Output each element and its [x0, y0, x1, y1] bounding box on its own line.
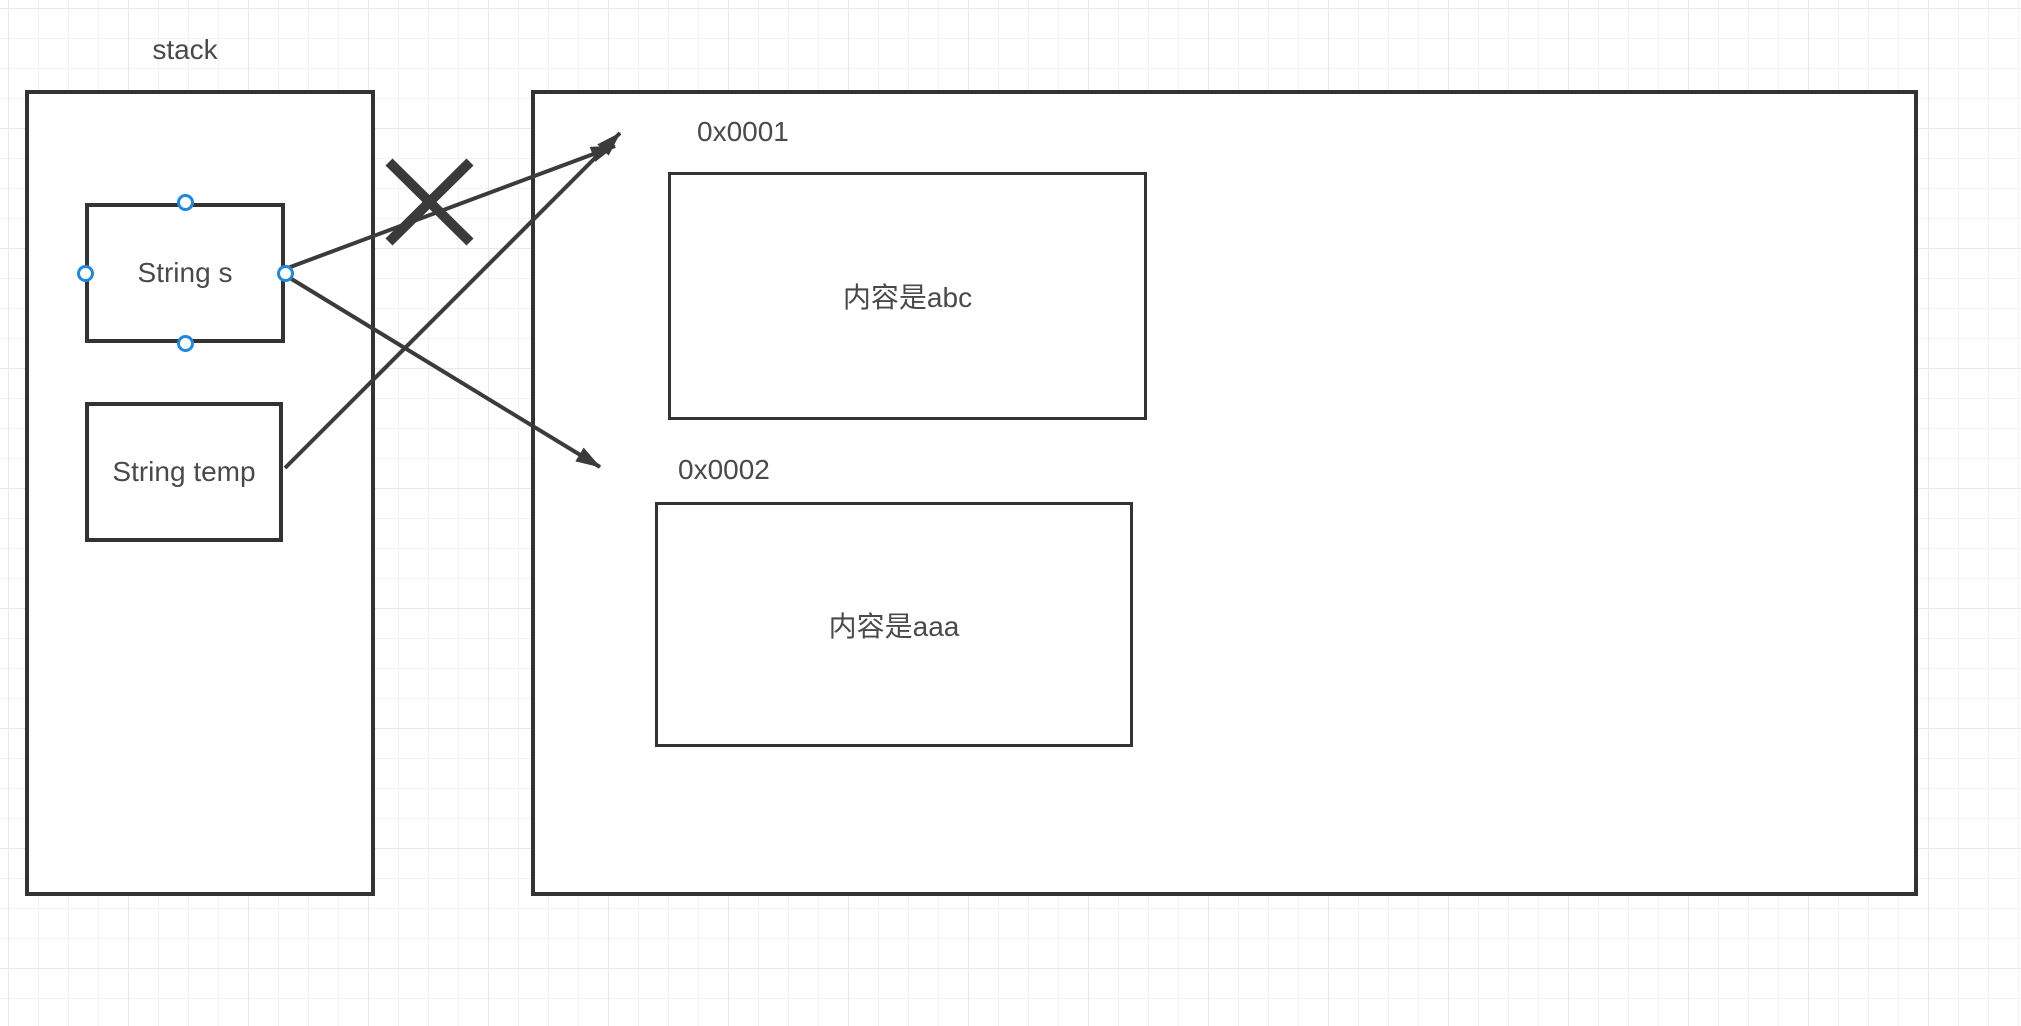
heap-address-2-label[interactable]: 0x0002 — [678, 454, 770, 485]
string-s-label: String s — [137, 257, 233, 288]
stack-label[interactable]: stack — [152, 34, 218, 65]
connection-handle-bottom[interactable] — [177, 335, 194, 352]
cross-out-x-icon[interactable] — [385, 158, 474, 246]
shape-string-temp[interactable]: String temp — [85, 402, 283, 542]
heap-address-1-label[interactable]: 0x0001 — [697, 116, 789, 147]
connection-handle-top[interactable] — [177, 194, 194, 211]
connection-handle-left[interactable] — [77, 265, 94, 282]
connection-handle-right[interactable] — [277, 265, 294, 282]
string-temp-label: String temp — [112, 456, 256, 487]
heap-block-0x0001[interactable]: 内容是abc — [668, 172, 1147, 420]
heap-block-0x0002[interactable]: 内容是aaa — [655, 502, 1133, 747]
heap-block-0x0001-content: 内容是abc — [842, 282, 973, 313]
heap-block-0x0002-content: 内容是aaa — [828, 610, 960, 642]
shape-string-s[interactable]: String s — [85, 203, 285, 343]
